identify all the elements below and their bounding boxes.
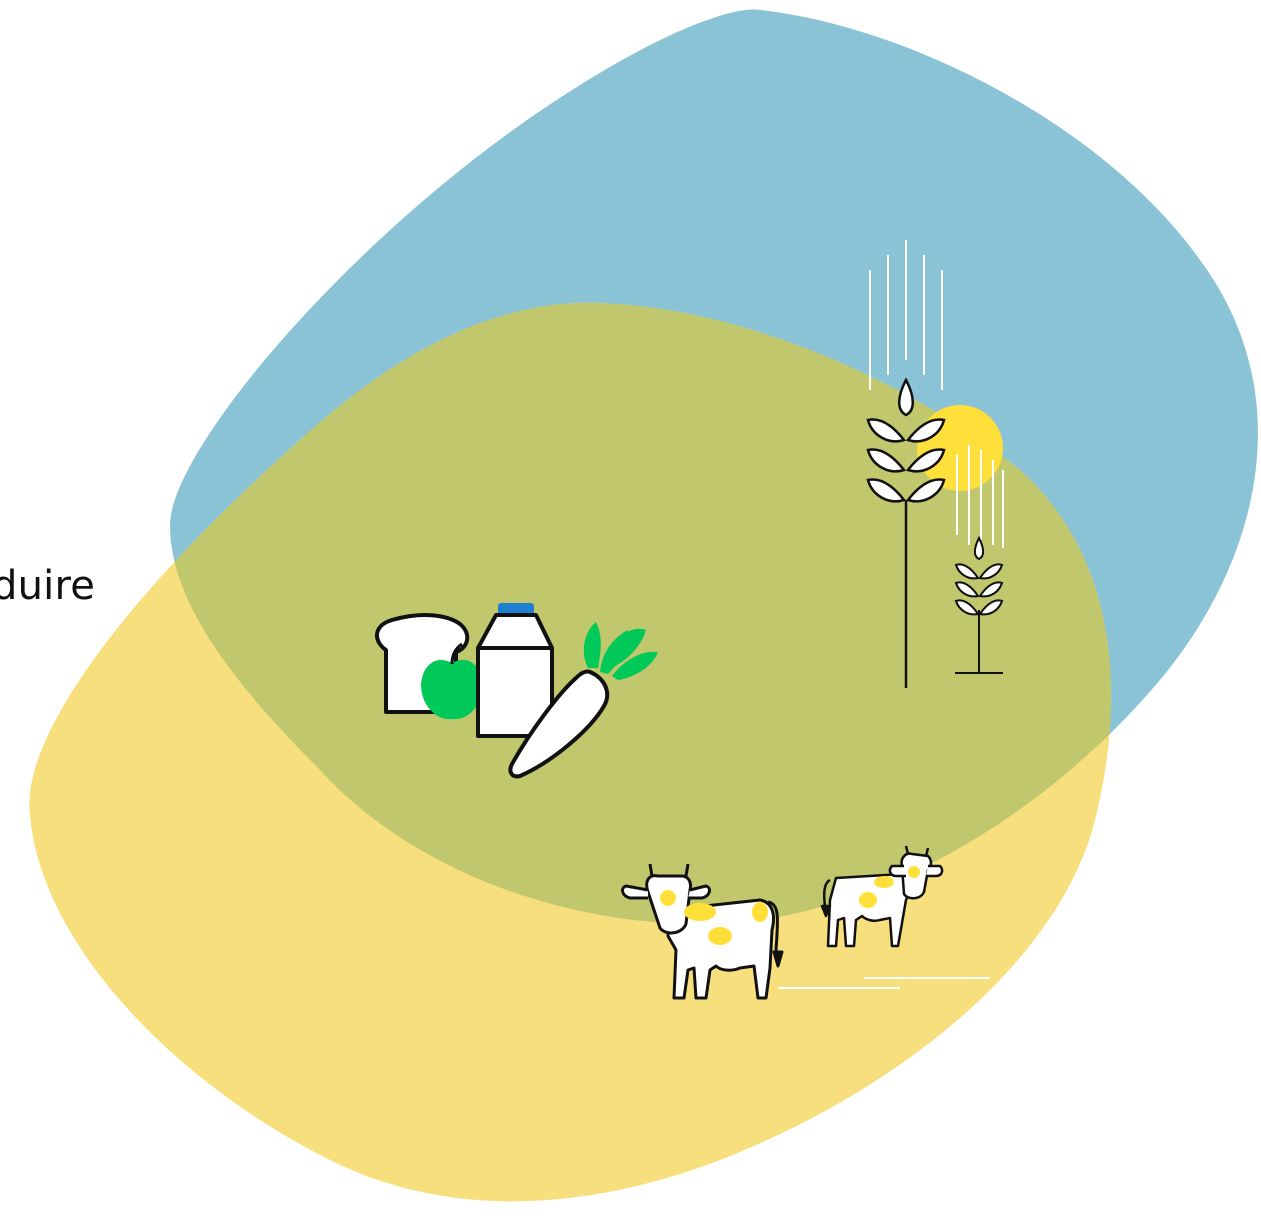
caption-text: duire [0,566,95,606]
sun-icon [917,405,1003,491]
